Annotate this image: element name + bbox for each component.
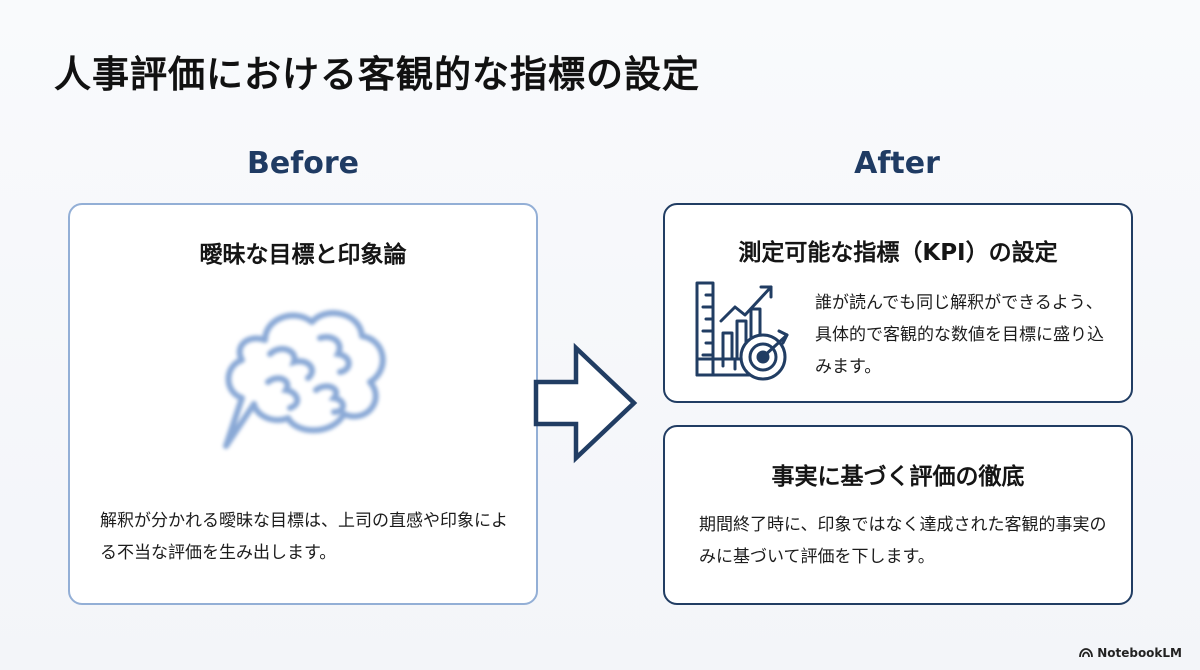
fact-based-card-title: 事実に基づく評価の徹底 [771,464,1025,490]
kpi-card-description: 誰が読んでも同じ解釈ができるよう、具体的で客観的な数値を目標に盛り込みます。 [815,293,1104,377]
before-card-description: 解釈が分かれる曖昧な目標は、上司の直感や印象による不当な評価を生み出します。 [100,511,508,563]
brand-label: NotebookLM [1097,646,1182,660]
blurry-thought-cloud-icon [223,310,386,449]
kpi-card-title: 測定可能な指標（KPI）の設定 [738,240,1058,266]
right-arrow-icon [533,342,638,464]
fact-based-card: 事実に基づく評価の徹底 期間終了時に、印象ではなく達成された客観的事実のみに基づ… [663,425,1133,605]
after-heading: After [854,146,940,181]
before-heading: Before [246,146,360,181]
page-title: 人事評価における客観的な指標の設定 [54,53,700,96]
chart-target-ruler-icon [695,281,789,381]
before-card-title: 曖昧な目標と印象論 [199,242,407,268]
notebooklm-logo-icon [1079,648,1094,658]
before-card: 曖昧な目標と印象論 解釈が分かれる曖昧な目標は、上司の直感や印象による不当な評価… [68,203,538,605]
kpi-card: 測定可能な指標（KPI）の設定 [663,203,1133,403]
fact-based-card-description: 期間終了時に、印象ではなく達成された客観的事実のみに基づいて評価を下します。 [699,515,1107,567]
notebooklm-brand: NotebookLM [1079,646,1182,660]
